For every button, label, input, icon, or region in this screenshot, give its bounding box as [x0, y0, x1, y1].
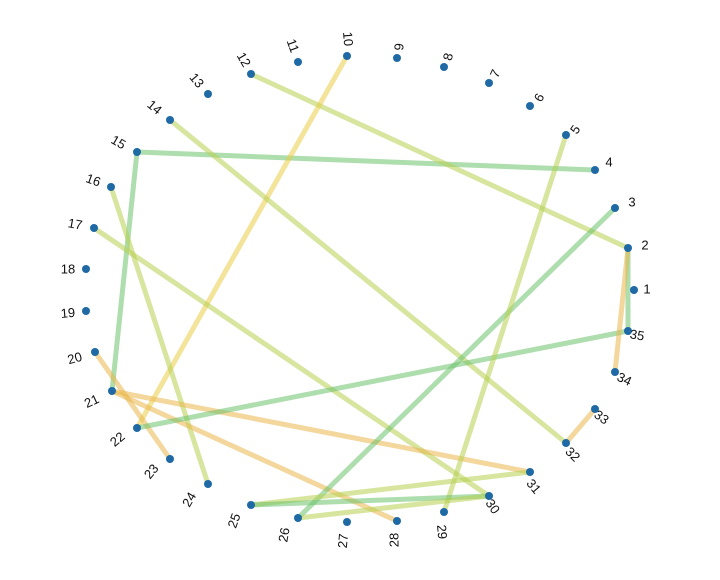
edge-20-23: [92, 349, 173, 462]
edge-21-31: [109, 388, 533, 475]
node-label-27: 27: [335, 533, 351, 549]
edge-15-21: [109, 149, 140, 394]
node-label-29: 29: [434, 524, 450, 540]
node-label-33: 33: [591, 407, 611, 428]
node-label-25: 25: [224, 511, 243, 530]
node-label-6: 6: [531, 91, 548, 105]
edges-layer: [91, 53, 631, 524]
node-label-24: 24: [179, 489, 199, 509]
node-27: [343, 518, 351, 526]
node-16: [107, 183, 115, 191]
node-32: [562, 439, 570, 447]
edge-14-32: [167, 117, 569, 446]
node-label-15: 15: [109, 132, 129, 152]
node-12: [247, 70, 255, 78]
node-label-34: 34: [615, 369, 634, 389]
nodes-layer: [82, 52, 638, 526]
node-label-18: 18: [61, 261, 75, 276]
node-14: [166, 116, 174, 124]
node-20: [91, 348, 99, 356]
node-label-21: 21: [82, 391, 101, 411]
node-6: [526, 102, 534, 110]
node-15: [133, 148, 141, 156]
node-35: [624, 327, 632, 335]
node-8: [440, 63, 448, 71]
edge-12-2: [248, 71, 631, 251]
node-label-16: 16: [84, 170, 103, 189]
node-7: [485, 79, 493, 87]
node-2: [624, 244, 632, 252]
node-label-11: 11: [284, 37, 303, 55]
node-label-7: 7: [487, 67, 504, 80]
node-5: [562, 131, 570, 139]
node-33: [591, 405, 599, 413]
node-25: [247, 501, 255, 509]
node-label-28: 28: [386, 533, 401, 547]
edge-33-32: [563, 406, 598, 446]
node-label-12: 12: [234, 49, 254, 69]
edge-3-26: [295, 205, 618, 521]
node-label-35: 35: [629, 326, 646, 343]
node-10: [343, 52, 351, 60]
edge-26-30: [295, 493, 492, 521]
node-18: [82, 265, 90, 273]
edge-10-22: [134, 53, 350, 431]
node-label-4: 4: [605, 154, 612, 169]
node-17: [90, 224, 98, 232]
node-3: [611, 204, 619, 212]
node-31: [526, 468, 534, 476]
labels-layer: 1234567891011121314151617181920212223242…: [60, 31, 651, 549]
edge-25-30: [248, 493, 492, 508]
node-label-8: 8: [440, 51, 456, 62]
node-label-10: 10: [340, 31, 356, 47]
node-4: [591, 166, 599, 174]
node-label-3: 3: [628, 194, 635, 209]
node-9: [393, 54, 401, 62]
edge-25-31: [248, 469, 533, 508]
node-label-1: 1: [643, 281, 650, 296]
node-label-20: 20: [66, 349, 84, 367]
node-28: [393, 517, 401, 525]
node-24: [204, 480, 212, 488]
node-label-9: 9: [391, 43, 407, 52]
node-label-13: 13: [186, 70, 207, 91]
node-1: [630, 286, 638, 294]
node-label-19: 19: [60, 305, 76, 321]
node-label-22: 22: [107, 429, 128, 450]
edge-16-24: [108, 184, 211, 487]
node-34: [611, 368, 619, 376]
node-label-2: 2: [641, 237, 648, 252]
node-label-31: 31: [523, 476, 544, 497]
edge-2-34: [612, 245, 631, 375]
node-21: [108, 387, 116, 395]
node-19: [82, 307, 90, 315]
node-label-23: 23: [141, 461, 162, 482]
node-22: [133, 424, 141, 432]
edge-22-35: [134, 328, 631, 431]
edge-17-30: [91, 225, 492, 499]
node-11: [294, 58, 302, 66]
edge-15-4: [134, 149, 598, 173]
node-label-26: 26: [275, 526, 292, 543]
node-23: [166, 455, 174, 463]
node-26: [294, 514, 302, 522]
node-30: [485, 492, 493, 500]
node-label-17: 17: [67, 215, 84, 232]
node-13: [204, 90, 212, 98]
node-label-30: 30: [483, 496, 504, 516]
node-label-14: 14: [144, 97, 165, 118]
node-29: [440, 508, 448, 516]
edge-5-29: [441, 132, 569, 515]
